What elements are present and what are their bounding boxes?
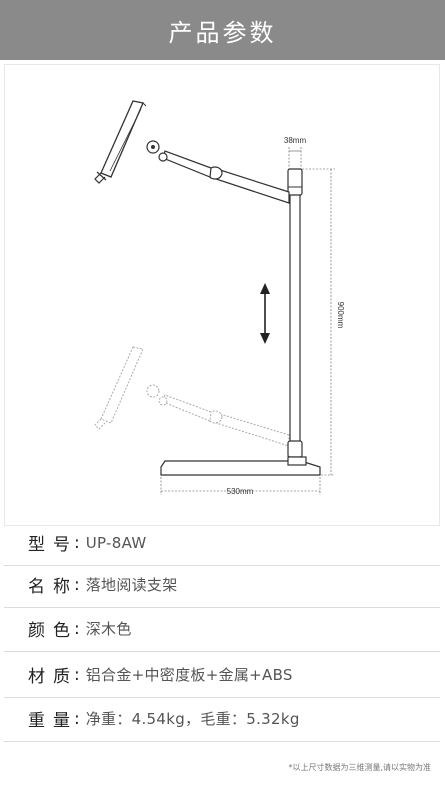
spec-label: 颜色 <box>28 621 70 641</box>
lowered-position-ghost <box>94 346 290 447</box>
tablet-holder <box>100 100 144 178</box>
spec-label: 重量 <box>28 711 70 731</box>
measurement-footnote: *以上尺寸数据为三维测量,请以实物为准 <box>288 763 431 772</box>
lower-arm-segment <box>212 168 290 204</box>
pole-clamp <box>287 168 303 196</box>
spec-value-color: 深木色 <box>85 620 132 638</box>
dimension-pole-width: 38mm <box>284 136 307 169</box>
spec-value-weight: 净重：4.54kg，毛重：5.32kg <box>85 710 300 728</box>
spec-row-name: 名称 : 落地阅读支架 <box>4 562 440 608</box>
stand-pole <box>289 176 301 458</box>
dimension-height: 900mm <box>302 168 345 476</box>
header-banner: 产品参数 <box>0 0 445 60</box>
spec-row-model: 型号 : UP-8AW <box>4 520 440 566</box>
spec-value-model: UP-8AW <box>85 533 147 552</box>
spec-label: 型号 <box>28 535 70 555</box>
height-adjust-arrow-icon <box>260 283 270 344</box>
spec-label: 名称 <box>28 577 70 597</box>
base-length-label: 530mm <box>227 487 254 496</box>
upper-arm-segment <box>162 150 212 178</box>
spec-row-weight: 重量 : 净重：4.54kg，毛重：5.32kg <box>4 696 440 742</box>
product-diagram: 38mm 900mm 530mm <box>4 64 440 526</box>
height-label: 900mm <box>336 302 345 329</box>
stand-drawing: 38mm 900mm 530mm <box>94 100 345 496</box>
stand-base <box>160 460 321 476</box>
spec-value-material: 铝合金+中密度板+金属+ABS <box>85 666 293 684</box>
spec-row-color: 颜色 : 深木色 <box>4 606 440 652</box>
spec-label: 材质 <box>28 667 70 687</box>
page-title: 产品参数 <box>168 18 277 47</box>
pole-width-label: 38mm <box>284 136 307 145</box>
dimension-base-length: 530mm <box>160 477 321 496</box>
spec-row-material: 材质 : 铝合金+中密度板+金属+ABS <box>4 652 440 698</box>
spec-value-name: 落地阅读支架 <box>85 576 178 594</box>
